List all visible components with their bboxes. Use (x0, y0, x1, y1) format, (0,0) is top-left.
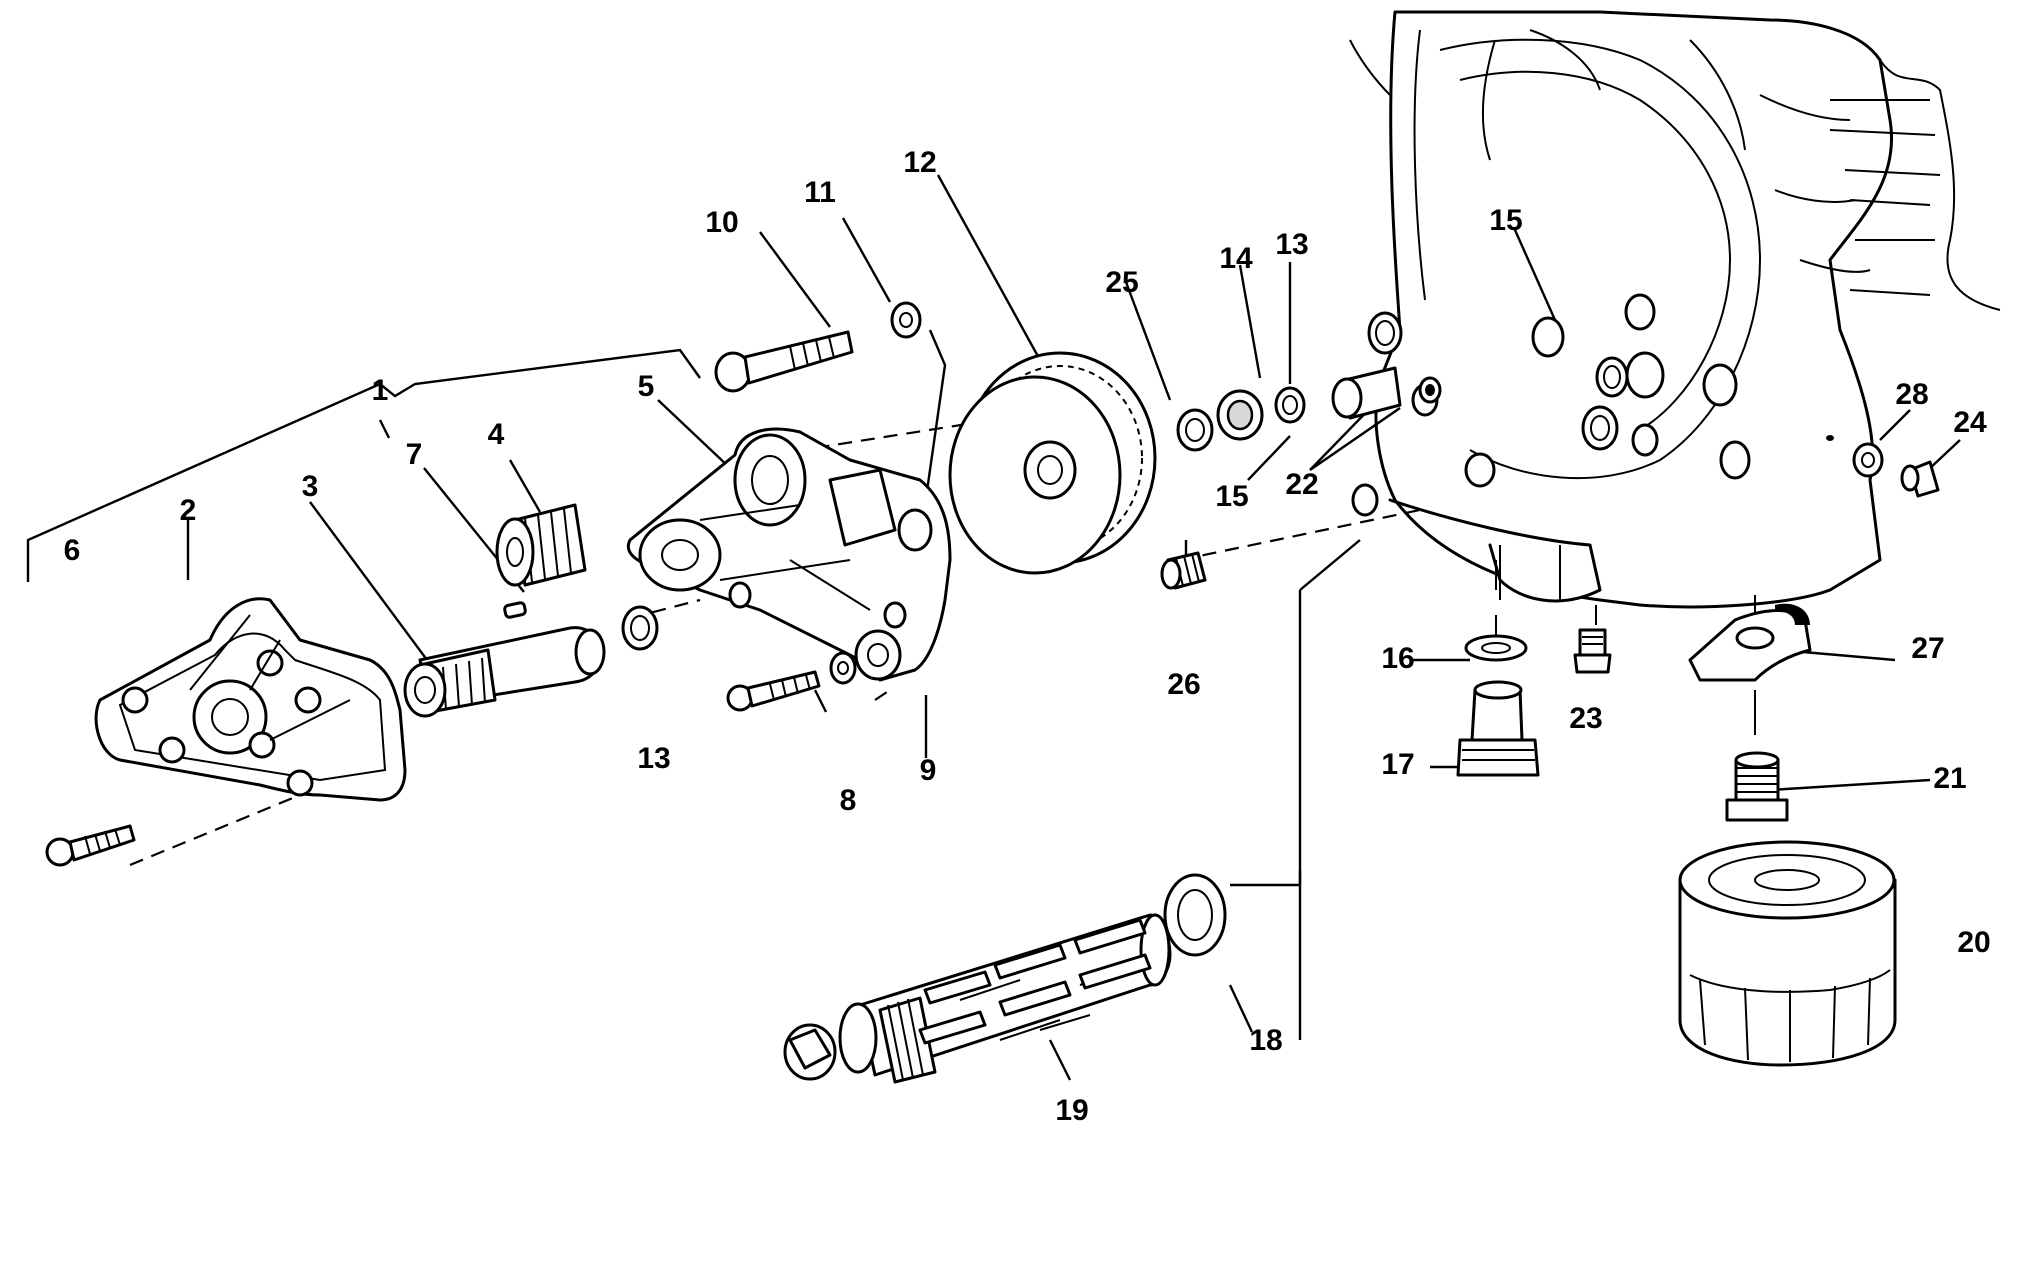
callout-6: 6 (64, 534, 81, 567)
pump-cover (94, 597, 407, 802)
callout-23: 23 (1569, 702, 1602, 735)
drain-plug (1456, 680, 1540, 777)
body-screw (726, 670, 821, 712)
callout-28: 28 (1895, 378, 1928, 411)
filter-gasket (1163, 873, 1227, 957)
o-rings (1418, 376, 1442, 404)
callout-5: 5 (638, 370, 655, 403)
strainer (783, 913, 1172, 1084)
snap-ring (1274, 386, 1306, 424)
callout-9: 9 (920, 754, 937, 787)
drain-washer (1464, 634, 1528, 662)
oil-filter (1678, 840, 1897, 1067)
cover-screw (45, 824, 136, 867)
callout-25: 25 (1105, 266, 1138, 299)
callout-3: 3 (302, 470, 319, 503)
shim-washer (1176, 408, 1214, 452)
callout-8: 8 (840, 784, 857, 817)
callout-labels: 1 2 3 4 5 6 7 8 9 10 11 12 13 13 14 15 1… (64, 146, 1991, 1127)
pump-gear (495, 503, 587, 587)
callout-15b: 15 (1489, 204, 1522, 237)
pump-body (626, 427, 952, 682)
upper-screw (714, 330, 854, 393)
callout-15a: 15 (1215, 480, 1248, 513)
callout-1: 1 (372, 374, 389, 407)
upper-washer (890, 301, 922, 339)
callout-2: 2 (180, 494, 197, 527)
crankcase (1349, 10, 2001, 609)
seal-ring (1216, 389, 1264, 441)
callout-12: 12 (903, 146, 936, 179)
callout-19: 19 (1055, 1094, 1088, 1127)
callout-22: 22 (1285, 468, 1318, 501)
plug-spring (1160, 551, 1207, 590)
leader-lines (26, 174, 1961, 1081)
bushing (1331, 366, 1402, 420)
callout-18: 18 (1249, 1024, 1282, 1057)
callout-13b: 13 (1275, 228, 1308, 261)
circlip (621, 605, 659, 651)
sensor-plug (1900, 460, 1940, 498)
key (503, 601, 527, 619)
callout-7: 7 (406, 438, 423, 471)
callout-4: 4 (488, 418, 505, 451)
callout-20: 20 (1957, 926, 1990, 959)
callout-26: 26 (1167, 668, 1200, 701)
callout-13a: 13 (637, 742, 670, 775)
callout-21: 21 (1933, 762, 1966, 795)
callout-17: 17 (1381, 748, 1414, 781)
drive-shaft (403, 626, 606, 718)
sensor-washer (1826, 435, 1884, 478)
callout-16: 16 (1381, 642, 1414, 675)
callout-27: 27 (1911, 632, 1944, 665)
callout-14: 14 (1219, 242, 1253, 275)
bracket (1688, 603, 1812, 682)
filter-nipple (1725, 751, 1789, 822)
body-washer (829, 651, 857, 685)
small-plug (1573, 628, 1612, 674)
callout-11: 11 (804, 176, 836, 209)
callout-10: 10 (705, 206, 738, 239)
driven-gear (948, 351, 1157, 575)
callout-24: 24 (1953, 406, 1987, 439)
